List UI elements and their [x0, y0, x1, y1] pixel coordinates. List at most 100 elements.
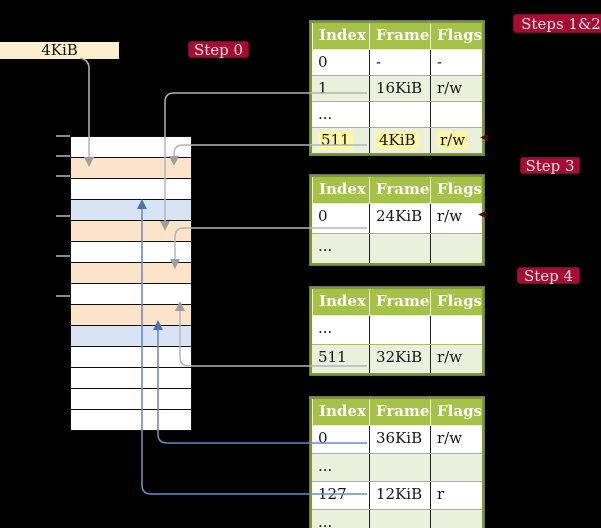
table-cell: ... [318, 237, 333, 255]
frame-size-label: 4KiB [0, 42, 119, 59]
column-header: Index [312, 289, 369, 315]
table-cell: 32KiB [369, 345, 430, 373]
table-cell [369, 510, 430, 528]
memory-frame-row-7 [71, 262, 191, 283]
memory-frame-row-12 [71, 367, 191, 388]
badge-step-0: Step 0 [188, 41, 249, 58]
table-cell [430, 316, 482, 344]
table-cell [369, 454, 430, 481]
memory-frame-row-8 [71, 283, 191, 304]
table-cell: 24KiB [369, 204, 430, 233]
memory-frame-row-11 [71, 346, 191, 367]
highlighted-value: r/w [437, 131, 469, 149]
table-cell: 1 [318, 79, 328, 97]
table-cell: ... [318, 513, 333, 528]
table-cell: 0 [318, 53, 328, 71]
table-cell [430, 510, 482, 528]
column-header: Frame [369, 177, 430, 203]
table-cell: - [430, 50, 482, 75]
table-cell: ... [318, 319, 333, 337]
table-cell [430, 454, 482, 481]
column-header: Flags [430, 23, 482, 49]
table-row: ... [312, 101, 482, 127]
table-cell: 0 [318, 429, 328, 447]
memory-boundary-tick [56, 135, 70, 137]
memory-boundary-tick [56, 295, 70, 297]
table-cell [369, 316, 430, 344]
table-cell: 511 [318, 348, 347, 366]
column-header: Frame [369, 399, 430, 425]
table-cell: r/w [430, 128, 482, 153]
table-cell: r/w [430, 204, 482, 233]
table-row: ... [312, 233, 482, 263]
table-row: ... [312, 315, 482, 344]
memory-boundary-tick [56, 255, 70, 257]
memory-column [70, 136, 192, 431]
badge-step-3-label: Step 3 [525, 157, 575, 175]
memory-boundary-tick [56, 155, 70, 157]
memory-frame-row-2 [71, 157, 191, 178]
table-cell [369, 102, 430, 127]
memory-boundary-tick [56, 175, 70, 177]
badge-step-3: Step 3 [520, 157, 580, 174]
table-cell: r [430, 482, 482, 509]
badge-step-4-label: Step 4 [523, 267, 574, 285]
column-header: Frame [369, 289, 430, 315]
column-header: Index [312, 23, 369, 49]
table-row: ... [312, 453, 482, 481]
table-cell: 36KiB [369, 426, 430, 453]
table-cell: 127 [318, 485, 347, 503]
table-row: 511 4KiB r/w [312, 127, 482, 153]
highlighted-value: 4KiB [376, 131, 419, 149]
memory-frame-row-9 [71, 304, 191, 325]
memory-frame-row-1 [71, 137, 191, 157]
table-cell: 0 [318, 207, 328, 225]
table-cell: - [369, 50, 430, 75]
memory-frame-row-5 [71, 220, 191, 241]
column-header: Frame [369, 23, 430, 49]
highlighted-value: 511 [318, 131, 353, 149]
column-header: Flags [430, 177, 482, 203]
column-header: Index [312, 399, 369, 425]
badge-steps-1-2: Steps 1&2 [513, 14, 601, 33]
memory-frame-row-3 [71, 178, 191, 199]
column-header: Index [312, 177, 369, 203]
table-row: 0 -- [312, 49, 482, 75]
table-row: ... [312, 509, 482, 528]
memory-frame-row-13 [71, 388, 191, 409]
table-cell: r/w [430, 76, 482, 101]
memory-frame-row-10 [71, 325, 191, 346]
table-cell: ... [318, 105, 333, 123]
memory-boundary-tick [56, 215, 70, 217]
table-cell: r/w [430, 345, 482, 373]
table-cell: r/w [430, 426, 482, 453]
table-cell [369, 234, 430, 263]
table-cell: ... [318, 457, 333, 475]
column-header: Flags [430, 289, 482, 315]
table-cell: 16KiB [369, 76, 430, 101]
badge-steps-1-2-label: Steps 1&2 [521, 15, 601, 33]
memory-frame-row-4 [71, 199, 191, 220]
table-cell: 12KiB [369, 482, 430, 509]
memory-frame-row-14 [71, 409, 191, 430]
column-header: Flags [430, 399, 482, 425]
table-cell [430, 102, 482, 127]
memory-frame-row-6 [71, 241, 191, 262]
badge-step-0-label: Step 0 [193, 41, 244, 59]
table-cell: 4KiB [369, 128, 430, 153]
table-cell [430, 234, 482, 263]
